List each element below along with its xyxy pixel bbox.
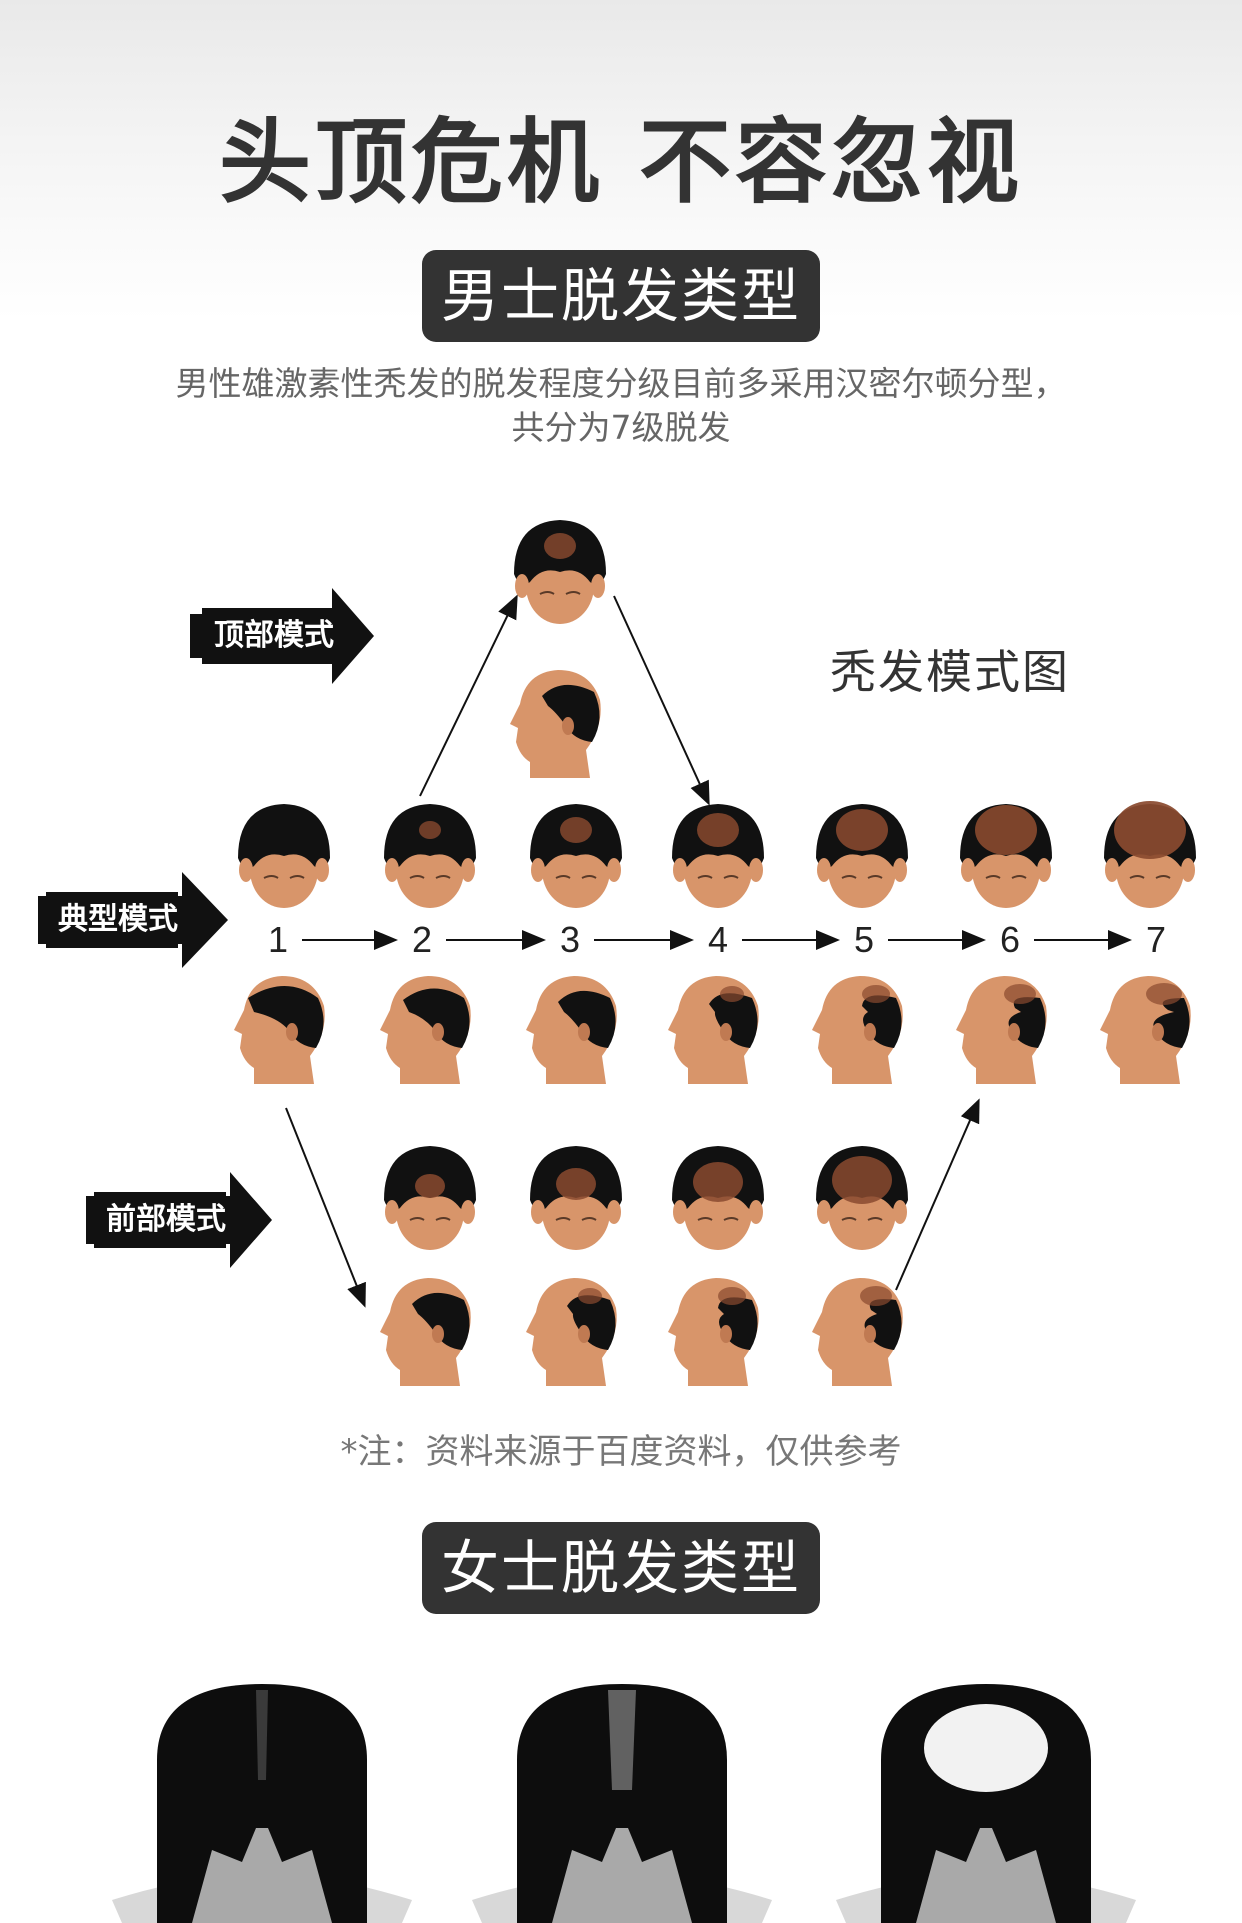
head-side-view <box>380 976 471 1084</box>
head-side-view <box>668 1278 759 1386</box>
intro-text: 男性雄激素性秃发的脱发程度分级目前多采用汉密尔顿分型， 共分为7级脱发 <box>80 362 1162 450</box>
men-section-label: 男士脱发类型 <box>422 250 820 342</box>
intro-line-1: 男性雄激素性秃发的脱发程度分级目前多采用汉密尔顿分型， <box>175 364 1067 403</box>
stage-numbers: 1 2 3 4 5 6 7 <box>268 919 1166 960</box>
head-side-view <box>812 976 903 1084</box>
head-side-view <box>812 1278 903 1386</box>
diagram-title: 秃发模式图 <box>830 645 1070 699</box>
head-side-view <box>668 976 759 1084</box>
page-title: 头顶危机 不容忽视 <box>218 109 1024 216</box>
woman-head <box>112 1684 412 1923</box>
head-top-view <box>384 1146 476 1250</box>
head-side-view <box>526 976 617 1084</box>
stage-number: 1 <box>268 919 288 960</box>
head-top-view <box>960 804 1052 908</box>
heads-group <box>234 520 1196 1386</box>
head-top-view <box>672 1146 764 1250</box>
connector-arrow <box>895 1098 980 1291</box>
typical-mode-label: 典型模式 <box>46 892 178 948</box>
source-note: *注：资料来源于百度资料，仅供参考 <box>340 1432 902 1472</box>
women-heads-group <box>112 1684 1136 1923</box>
stage-number: 5 <box>854 919 874 960</box>
head-top-view <box>530 804 622 908</box>
head-side-view <box>510 670 601 778</box>
head-top-view <box>816 1146 908 1250</box>
frontal-mode-label: 前部模式 <box>94 1192 226 1248</box>
connector-arrow <box>419 594 518 797</box>
head-top-view <box>816 804 908 908</box>
crown-mode-label: 顶部模式 <box>202 608 334 664</box>
head-side-view <box>956 976 1047 1084</box>
stage-number: 7 <box>1146 919 1166 960</box>
stage-number: 4 <box>708 919 728 960</box>
head-top-view <box>384 804 476 908</box>
stage-number: 3 <box>560 919 580 960</box>
head-top-view <box>514 520 606 624</box>
connector-arrow <box>613 595 710 806</box>
head-top-view <box>530 1146 622 1250</box>
woman-head <box>836 1684 1136 1923</box>
head-top-view <box>238 804 330 908</box>
connector-arrow <box>285 1107 366 1308</box>
head-top-view <box>672 804 764 908</box>
woman-head <box>472 1684 772 1923</box>
head-side-view <box>380 1278 471 1386</box>
head-top-view <box>1104 801 1196 908</box>
intro-line-2: 共分为7级脱发 <box>511 408 731 447</box>
women-section-label: 女士脱发类型 <box>422 1522 820 1614</box>
head-side-view <box>1100 976 1191 1084</box>
stage-number: 6 <box>1000 919 1020 960</box>
head-side-view <box>234 976 325 1084</box>
stage-number: 2 <box>412 919 432 960</box>
head-side-view <box>526 1278 617 1386</box>
